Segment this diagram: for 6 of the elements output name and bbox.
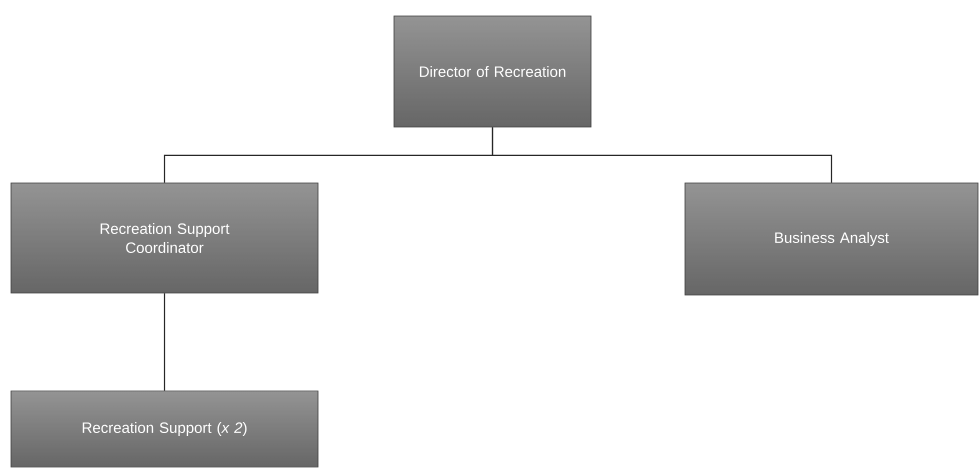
org-box: Recreation Support Coordinator: [10, 182, 318, 294]
org-box: Director of Recreation: [394, 16, 592, 128]
org-box: Business Analyst: [684, 182, 978, 296]
connector-line: [492, 127, 832, 183]
connector-line: [164, 293, 166, 391]
org-box: Recreation Support (x 2): [10, 390, 318, 468]
